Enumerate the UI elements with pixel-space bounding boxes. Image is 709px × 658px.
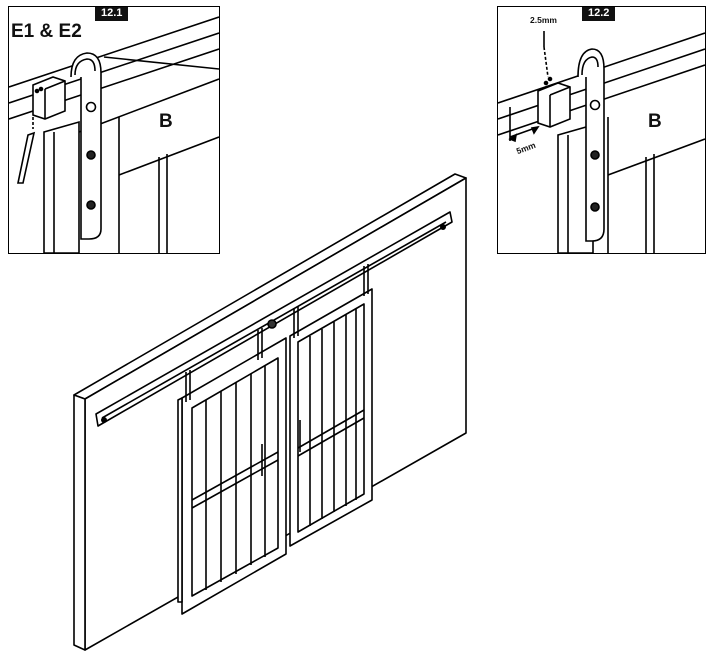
door-label-b: B bbox=[159, 111, 173, 132]
step-badge-12-2: 12.2 bbox=[582, 7, 616, 21]
detail-drawing-12-2 bbox=[498, 31, 705, 253]
detail-panel-12-2: 12.2 2.5mm 5mm B bbox=[497, 6, 706, 254]
step-badge-12-1: 12.1 bbox=[95, 7, 129, 21]
door-label-b-2: B bbox=[648, 111, 662, 132]
detail-panel-12-1: 12.1 E1 & E2 B bbox=[8, 6, 220, 254]
detail-drawing-12-1 bbox=[9, 16, 219, 253]
part-reference-label: E1 & E2 bbox=[11, 21, 82, 42]
drill-dimension-label: 2.5mm bbox=[530, 15, 557, 25]
